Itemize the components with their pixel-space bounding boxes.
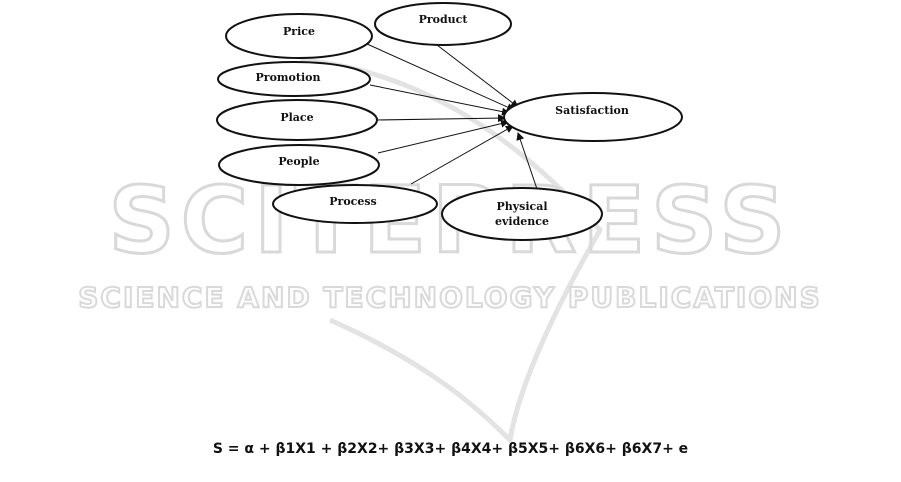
node-people: People xyxy=(219,145,379,185)
node-price: Price xyxy=(226,14,372,58)
node-product: Product xyxy=(375,3,511,45)
node-process: Process xyxy=(273,185,437,223)
node-physical-evidence-ellipse xyxy=(442,188,602,240)
node-product-label: Product xyxy=(419,13,469,26)
node-place: Place xyxy=(217,100,377,140)
watermark-sub-text: SCIENCE AND TECHNOLOGY PUBLICATIONS xyxy=(78,281,822,314)
edge-place-satisfaction xyxy=(377,118,505,120)
node-satisfaction: Satisfaction xyxy=(504,93,682,141)
node-process-label: Process xyxy=(329,195,377,208)
edge-promotion-satisfaction xyxy=(370,85,509,113)
node-people-label: People xyxy=(278,155,319,168)
node-physical-evidence-label-line1: Physical xyxy=(496,200,547,213)
node-place-label: Place xyxy=(280,111,313,124)
node-promotion: Promotion xyxy=(218,62,370,96)
edge-product-satisfaction xyxy=(437,45,518,107)
node-promotion-label: Promotion xyxy=(256,71,321,84)
node-physical-evidence: Physical evidence xyxy=(442,188,602,240)
node-satisfaction-ellipse xyxy=(504,93,682,141)
regression-equation: S = α + β1X1 + β2X2+ β3X3+ β4X4+ β5X5+ β… xyxy=(0,441,901,457)
node-satisfaction-label: Satisfaction xyxy=(555,104,629,117)
watermark: SCITEPRESS SCIENCE AND TECHNOLOGY PUBLIC… xyxy=(78,60,822,440)
node-price-label: Price xyxy=(283,25,315,38)
edge-people-satisfaction xyxy=(378,122,508,153)
node-physical-evidence-label-line2: evidence xyxy=(495,215,549,228)
